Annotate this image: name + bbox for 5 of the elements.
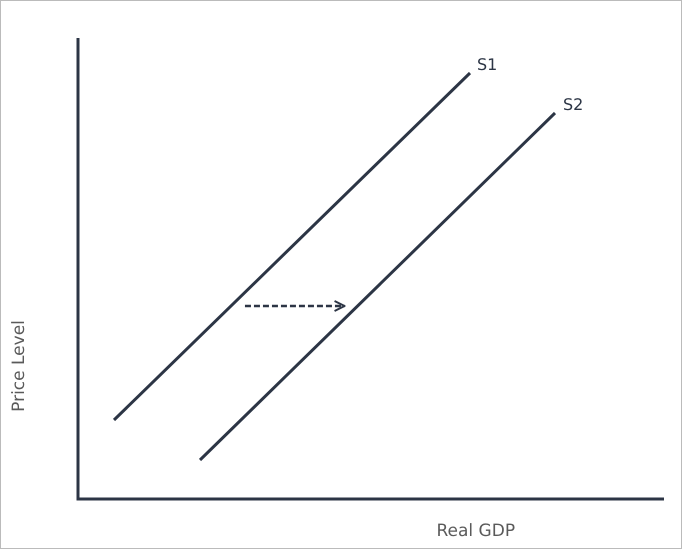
axis-label: Price Level bbox=[8, 320, 29, 412]
curve-label: S1 bbox=[477, 55, 498, 74]
shift-arrow bbox=[244, 300, 346, 312]
curve-label: S2 bbox=[563, 95, 584, 114]
axis-label: Real GDP bbox=[436, 521, 516, 541]
